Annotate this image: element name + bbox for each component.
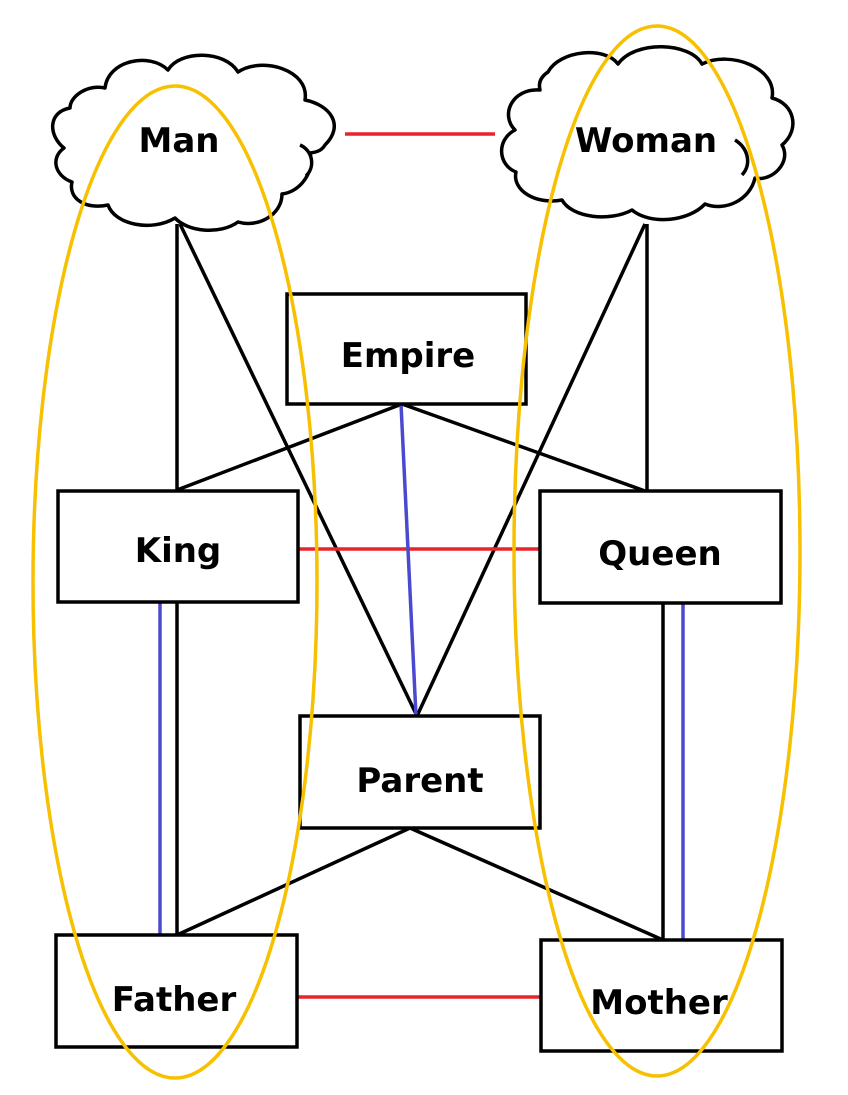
node-parent-label: Parent xyxy=(356,761,483,801)
node-queen-label: Queen xyxy=(598,534,721,574)
node-queen-box xyxy=(538,489,783,605)
blue-edges xyxy=(158,403,685,940)
edge-woman-parent xyxy=(415,223,647,717)
cloud-woman-inner xyxy=(733,138,750,177)
node-woman-label: Woman xyxy=(575,121,717,161)
cloud-woman-shape xyxy=(499,45,795,222)
edge-parent-mother xyxy=(409,826,664,942)
node-empire: Empire xyxy=(285,292,528,406)
node-man-label: Man xyxy=(139,121,220,161)
node-father: Father xyxy=(54,933,299,1049)
red-edges xyxy=(297,132,541,999)
edge-parent-father xyxy=(176,826,411,937)
group-ellipse-female xyxy=(512,24,802,1078)
cloud-man: Man xyxy=(50,53,336,233)
group-outlines xyxy=(31,24,802,1080)
edge-empire-queen xyxy=(401,402,646,493)
node-king-box xyxy=(56,489,300,604)
node-mother-label: Mother xyxy=(590,983,728,1023)
edge-man-parent xyxy=(178,223,419,717)
node-queen: Queen xyxy=(538,489,783,605)
node-king-label: King xyxy=(135,531,222,571)
edge-empire-parent xyxy=(399,403,418,717)
cloud-man-inner xyxy=(299,143,314,178)
node-parent: Parent xyxy=(298,714,542,830)
edge-empire-king xyxy=(176,402,403,492)
node-parent-box xyxy=(298,714,542,830)
node-father-label: Father xyxy=(112,980,237,1020)
group-ellipse-male xyxy=(31,84,319,1080)
node-king: King xyxy=(56,489,300,604)
cloud-woman: Woman xyxy=(499,45,795,222)
node-empire-box xyxy=(285,292,528,406)
black-edges xyxy=(175,223,665,942)
node-empire-label: Empire xyxy=(341,336,475,376)
node-mother: Mother xyxy=(539,938,784,1053)
cloud-man-shape xyxy=(50,53,336,233)
